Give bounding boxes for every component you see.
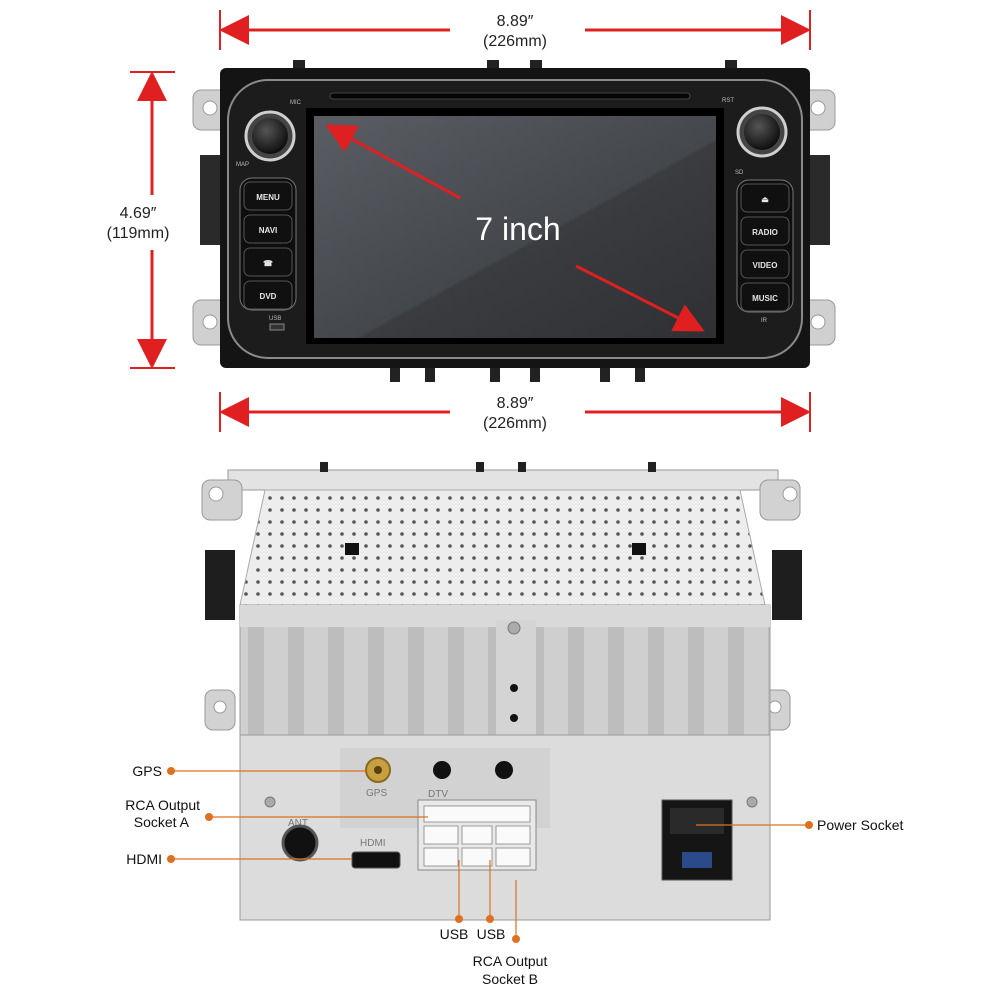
right-button-label-1: RADIO xyxy=(752,228,778,237)
map-label: MAP xyxy=(236,162,249,168)
left-button-label-0: MENU xyxy=(256,193,280,202)
multi-connector-block[interactable] xyxy=(417,799,537,871)
power-socket[interactable] xyxy=(661,799,733,881)
screen-size-label: 7 inch xyxy=(475,211,560,247)
callout-rca-a-line1: RCA Output xyxy=(125,797,200,813)
left-button-column: MENU NAVI ☎ DVD xyxy=(243,181,293,310)
right-button-label-3: MUSIC xyxy=(752,294,778,303)
back-panel: GPS DTV ANT HDMI xyxy=(201,462,802,921)
callout-power: Power Socket xyxy=(817,817,903,833)
right-button-1[interactable] xyxy=(740,216,790,246)
front-usb-port[interactable] xyxy=(269,323,285,331)
callout-usb-1: USB xyxy=(440,926,469,942)
bottom-width-dimension: 8.89″ (226mm) xyxy=(219,392,811,432)
mic-label: MIC xyxy=(290,100,302,106)
right-button-label-2: VIDEO xyxy=(753,261,778,270)
left-button-label-2: ☎ xyxy=(263,259,273,268)
rst-label: RST xyxy=(722,98,734,104)
callout-usb-2: USB xyxy=(477,926,506,942)
callout-rca-b-line1: RCA Output xyxy=(473,953,548,969)
right-button-label-0: ⏏ xyxy=(761,195,769,204)
usb-front-label: USB xyxy=(269,316,281,322)
height-dimension: 4.69″ (119mm) xyxy=(107,71,175,369)
right-button-3[interactable] xyxy=(740,282,790,312)
top-width-dimension: 8.89″ (226mm) xyxy=(219,10,811,50)
ir-label: IR xyxy=(761,318,768,324)
left-button-label-1: NAVI xyxy=(259,226,278,235)
left-button-2[interactable] xyxy=(243,247,293,277)
antenna-connector[interactable] xyxy=(281,824,319,862)
callout-hdmi: HDMI xyxy=(126,851,162,867)
top-width-inch: 8.89″ xyxy=(497,13,534,30)
callouts: GPS RCA Output Socket A HDMI Power Socke… xyxy=(125,763,903,987)
height-inch: 4.69″ xyxy=(120,205,157,222)
top-width-mm: (226mm) xyxy=(483,33,547,50)
hdmi-connector[interactable] xyxy=(351,851,401,869)
right-button-2[interactable] xyxy=(740,249,790,279)
callout-gps: GPS xyxy=(132,763,162,779)
front-panel: 7 inch MIC RST MAP SD USB IR MENU NAVI ☎ DV… xyxy=(192,60,836,382)
right-button-0[interactable] xyxy=(740,183,790,213)
display-screen xyxy=(314,116,716,338)
height-mm: (119mm) xyxy=(107,225,170,242)
hdmi-port-label: HDMI xyxy=(360,838,386,849)
left-button-1[interactable] xyxy=(243,214,293,244)
ant-port-label: ANT xyxy=(288,818,308,829)
left-button-3[interactable] xyxy=(243,280,293,310)
sd-label: SD xyxy=(735,170,744,176)
callout-rca-b-line2: Socket B xyxy=(482,971,538,987)
gps-port-label: GPS xyxy=(366,788,387,799)
left-button-0[interactable] xyxy=(243,181,293,211)
right-button-column: ⏏ RADIO VIDEO MUSIC xyxy=(740,183,790,312)
dtv-port-label: DTV xyxy=(428,789,448,800)
callout-rca-a-line2: Socket A xyxy=(134,814,190,830)
left-button-label-3: DVD xyxy=(260,292,277,301)
bottom-width-inch: 8.89″ xyxy=(497,395,534,412)
bottom-width-mm: (226mm) xyxy=(483,415,547,432)
